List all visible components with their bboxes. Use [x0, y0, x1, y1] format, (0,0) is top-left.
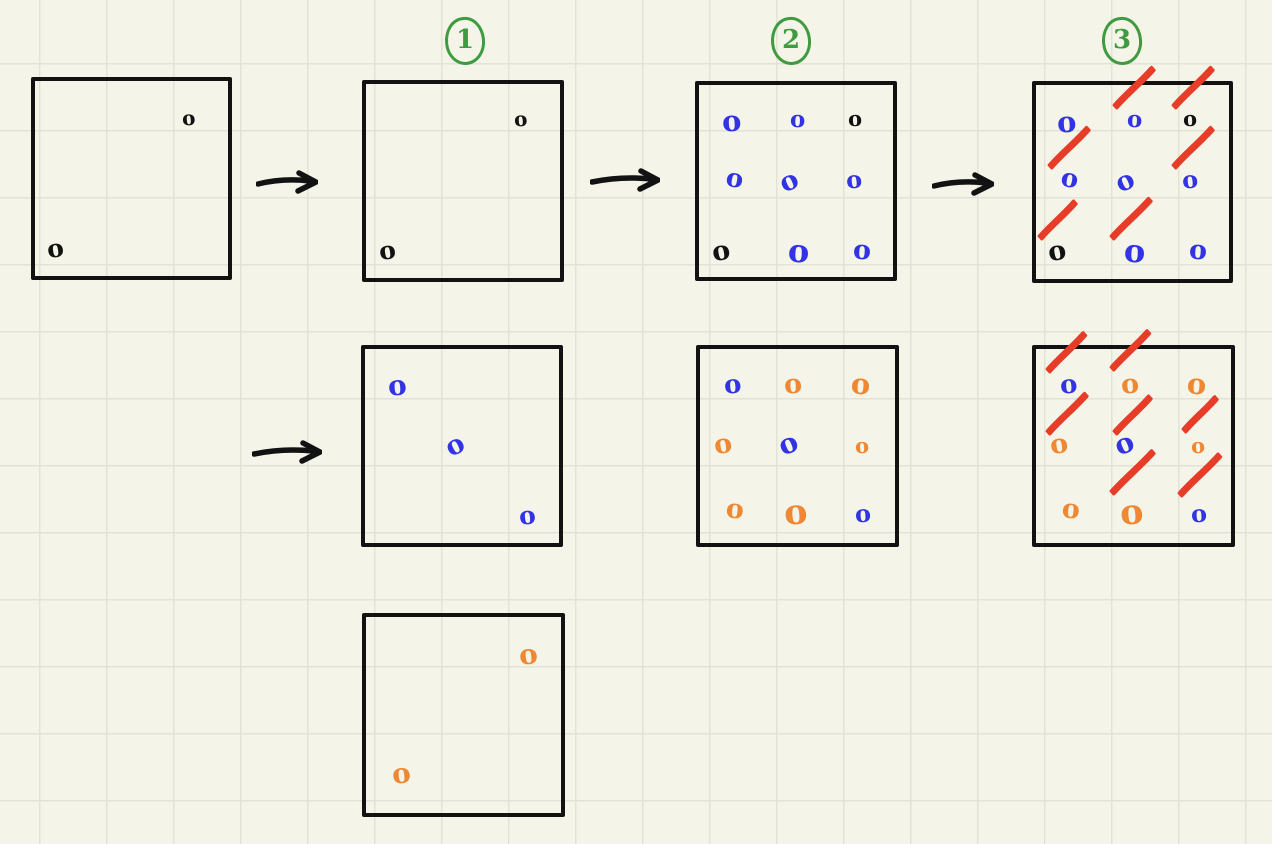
box-row2-stage2-token-0: o [722, 369, 743, 401]
box-row2-stage2 [696, 345, 899, 547]
arrow-row1-stage2-to-3-icon [931, 170, 995, 198]
box-row2-stage2-token-5: o [854, 432, 870, 459]
box-row2-stage1-token-0: o [386, 368, 408, 403]
box-row1-stage2-token-2: o [847, 105, 863, 132]
box-row1-stage2-token-0: o [721, 103, 743, 139]
box-row1-input-token-1: o [45, 232, 66, 265]
box-row1-stage3-token-2: o [1182, 105, 1198, 132]
box-row1-stage3-token-5: o [1180, 164, 1200, 195]
box-row1-stage3-token-7: o [1123, 231, 1147, 271]
box-row1-stage3-token-8: o [1188, 234, 1208, 267]
box-row2-stage2-token-8: o [854, 498, 872, 529]
box-row1-stage2-token-8: o [852, 234, 872, 267]
arrow-row1-stage0-to-1-icon [255, 168, 319, 196]
box-row2-stage1-token-2: o [517, 500, 538, 531]
box-row2-stage3-token-3: o [1047, 427, 1071, 462]
box-row2-stage3-token-6: o [1060, 493, 1082, 526]
box-row2-stage3-token-5: o [1190, 432, 1206, 459]
box-row1-input [31, 77, 232, 280]
box-row1-stage2-token-7: o [787, 231, 811, 271]
box-row3-stage1-token-1: o [390, 756, 413, 791]
box-row2-stage2-token-3: o [711, 427, 735, 462]
box-row2-stage2-token-1: o [783, 368, 803, 401]
box-row3-stage1 [362, 613, 565, 817]
arrow-row2-stage0-to-1-icon [251, 438, 323, 466]
stage-marker-number: 3 [1112, 25, 1132, 55]
box-row1-stage1 [362, 80, 564, 282]
box-row1-stage2-token-1: o [789, 105, 806, 134]
box-row1-stage2-token-5: o [844, 164, 864, 195]
stage-marker-number: 1 [455, 25, 475, 55]
stage-marker-1: 1 [437, 13, 493, 69]
box-row3-stage1-token-0: o [517, 637, 540, 672]
box-row2-stage3-token-1: o [1120, 368, 1140, 401]
box-row2-stage3-token-0: o [1058, 369, 1079, 401]
box-row2-stage1 [361, 345, 563, 547]
box-row1-input-token-0: o [181, 105, 197, 131]
box-row2-stage3-token-7: o [1118, 491, 1145, 534]
box-row1-stage3-token-0: o [1056, 104, 1078, 140]
box-row2-stage3-token-2: o [1185, 366, 1208, 402]
box-row1-stage2 [695, 81, 897, 281]
box-row2-stage3-token-8: o [1190, 498, 1208, 529]
stage-marker-2: 2 [763, 13, 819, 69]
arrow-row1-stage1-to-2-icon [589, 166, 661, 194]
box-row1-stage3-token-1: o [1126, 105, 1143, 134]
box-row1-stage1-token-1: o [377, 234, 398, 267]
box-row1-stage1-token-0: o [513, 106, 529, 132]
box-row2-stage2-token-6: o [724, 493, 746, 526]
box-row2-stage2-token-2: o [849, 366, 872, 402]
stage-marker-number: 2 [781, 25, 801, 55]
box-row2-stage2-token-7: o [782, 491, 809, 534]
stage-marker-3: 3 [1094, 13, 1150, 69]
